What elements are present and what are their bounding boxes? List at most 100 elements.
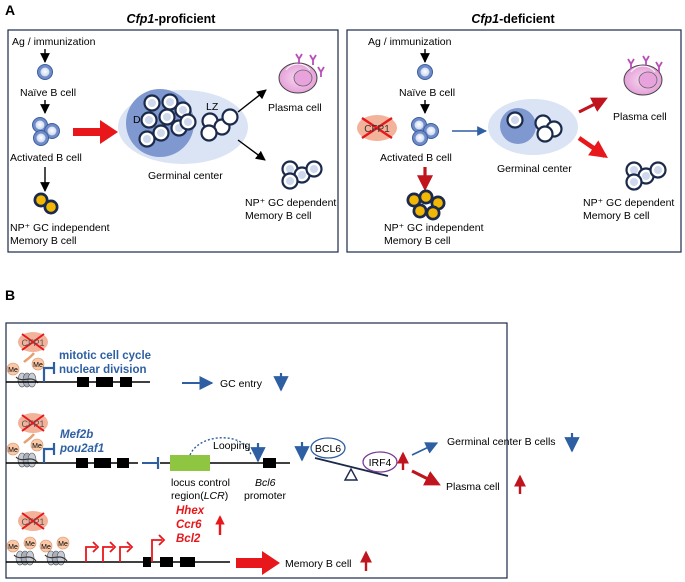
np-dep-label-2: Memory B cell	[245, 210, 312, 222]
antibody-icons	[295, 53, 325, 77]
gc-entry-label: GC entry	[220, 378, 263, 390]
methyl-groups: Me Me	[6, 357, 45, 376]
gc-dependent-memory-cells	[281, 160, 323, 190]
exon-2	[160, 557, 173, 567]
svg-text:Me: Me	[25, 541, 35, 548]
lcr-box	[170, 455, 210, 471]
panel-b-frame	[5, 322, 508, 579]
tss-inhibited-icon	[42, 366, 54, 382]
plasma-cell	[278, 62, 318, 94]
gc-label: Germinal center	[497, 163, 572, 175]
active-tss-arrows	[85, 534, 166, 562]
np-indep-label-2: Memory B cell	[384, 235, 451, 247]
deficient-frame	[346, 29, 682, 253]
proficient-title: Cfp1-proficient	[127, 12, 217, 26]
irf4-label: IRF4	[369, 457, 392, 469]
svg-text:Me: Me	[8, 544, 18, 551]
svg-text:CFP1: CFP1	[21, 419, 44, 429]
red-arrow-gc-memory	[577, 136, 608, 159]
naive-label: Naïve B cell	[399, 87, 455, 99]
proficient-frame	[7, 29, 339, 253]
row1-gene-2: nuclear division	[59, 364, 147, 376]
arrow-gc-plasma	[237, 89, 267, 113]
naive-b-cell	[417, 64, 433, 80]
methyl-transfer-arrow	[23, 433, 35, 444]
methyl-transfer-arrow	[23, 352, 35, 363]
svg-text:Me: Me	[41, 544, 51, 551]
activated-b-cells	[411, 117, 439, 146]
methyl-groups: Me Me Me Me	[6, 536, 70, 553]
red-arrow-plasma	[411, 469, 441, 486]
exon-3	[117, 458, 129, 468]
cfp1-label: CFP1	[364, 124, 390, 135]
bcl6-label-2: promoter	[244, 490, 287, 502]
plasma-cell-label: Plasma cell	[446, 481, 500, 493]
nucleosome-icon	[13, 550, 37, 566]
svg-text:Me: Me	[8, 367, 18, 374]
row1-gene-1: mitotic cell cycle	[59, 350, 151, 362]
row3-gene-2: Ccr6	[176, 519, 202, 531]
bcl6-protein-node	[310, 437, 346, 459]
lz-label: LZ	[206, 101, 219, 113]
row-2-bcl6: CFP1 Me Me Mef2b pou2af1 Looping locus c…	[6, 413, 580, 502]
deficient-title: Cfp1-deficient	[471, 12, 555, 26]
nucleosome-icon	[15, 452, 39, 468]
svg-text:Me: Me	[58, 541, 68, 548]
balance-fulcrum	[343, 467, 359, 481]
lcr-label-2: region(LCR)	[171, 490, 228, 502]
gc-independent-memory-cells	[33, 192, 59, 215]
naive-b-cell	[37, 64, 53, 80]
memory-b-cell-label: Memory B cell	[285, 558, 352, 570]
gc-b-cells-label: Germinal center B cells	[447, 436, 556, 448]
row3-gene-1: Hhex	[176, 505, 205, 517]
np-indep-label-1: NP⁺ GC independent	[10, 222, 110, 234]
cfp1-knockout-icon: CFP1	[18, 332, 48, 352]
activated-label: Activated B cell	[380, 152, 452, 164]
big-red-arrow-gc	[73, 120, 118, 144]
blue-arrow-gc-b-cells	[411, 442, 439, 456]
panel-a-letter: A	[5, 2, 15, 18]
row2-gene-2: pou2af1	[59, 443, 104, 455]
row-1-mitotic: CFP1 Me Me mitotic cell cycle nuclear di…	[6, 332, 289, 392]
plasma-label: Plasma cell	[268, 102, 322, 114]
methyl-groups: Me Me	[6, 438, 44, 456]
nucleosome-icon	[15, 372, 39, 388]
antibody-icons	[627, 55, 663, 72]
exon-3	[180, 557, 195, 567]
np-dep-label-2: Memory B cell	[583, 210, 650, 222]
panel-b-letter: B	[5, 287, 15, 303]
panel-a-deficient: Cfp1-deficient Ag / immunization Naïve B…	[346, 12, 682, 253]
row3-gene-3: Bcl2	[176, 533, 201, 545]
red-arrow-gc-plasma	[578, 97, 608, 114]
exon-1	[143, 557, 151, 567]
bcl6-protein-label: BCL6	[315, 443, 341, 455]
plasma-cell	[623, 64, 663, 96]
exon-2	[96, 377, 113, 387]
svg-text:Me: Me	[33, 362, 43, 369]
bcl6-promoter-box	[263, 458, 276, 468]
svg-text:CFP1: CFP1	[21, 517, 44, 527]
tss-inhibited-icon	[42, 447, 54, 463]
activated-b-cells	[32, 117, 60, 146]
exon-2	[94, 458, 111, 468]
arrow-gc-memory	[237, 139, 266, 161]
gc-label: Germinal center	[148, 170, 223, 182]
cfp1-knockout-badge: CFP1	[357, 115, 397, 141]
big-red-arrow-memory	[236, 551, 280, 575]
exon-3	[120, 377, 132, 387]
np-dep-label-1: NP⁺ GC dependent	[583, 197, 674, 209]
np-indep-label-2: Memory B cell	[10, 235, 77, 247]
nucleosome-icon	[44, 550, 68, 566]
bcl6-label-1: Bcl6	[255, 477, 276, 489]
activated-label: Activated B cell	[10, 152, 82, 164]
cfp1-knockout-icon: CFP1	[18, 413, 48, 433]
row2-gene-1: Mef2b	[60, 429, 93, 441]
svg-text:Me: Me	[8, 447, 18, 454]
exon-1	[77, 377, 89, 387]
np-indep-label-1: NP⁺ GC independent	[384, 222, 484, 234]
np-dep-label-1: NP⁺ GC dependent	[245, 197, 336, 209]
ag-label: Ag / immunization	[368, 36, 452, 48]
looping-label: Looping	[213, 440, 251, 452]
gc-independent-memory-cells	[406, 189, 446, 221]
